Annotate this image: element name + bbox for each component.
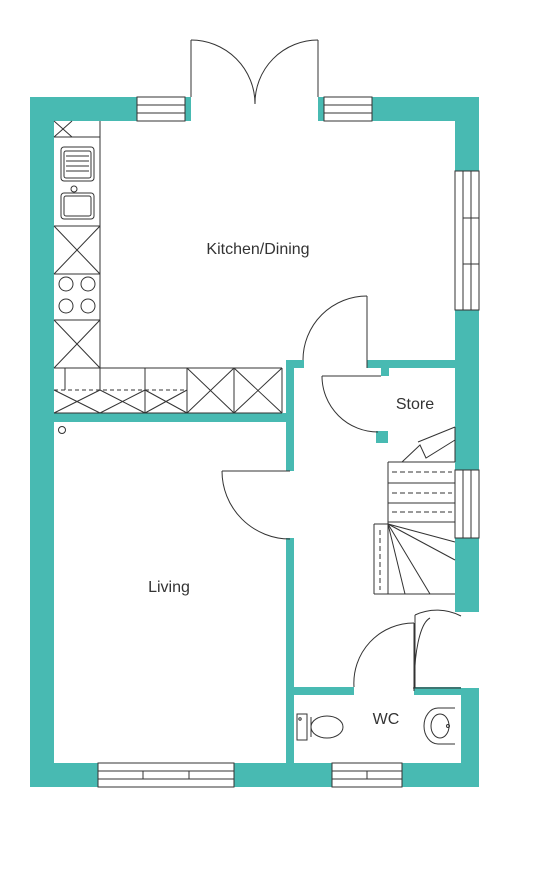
wall-top-pier-left xyxy=(185,97,191,121)
kitchen-units-left xyxy=(53,120,101,369)
wall-wc-left xyxy=(294,687,354,695)
wall-store-corner xyxy=(376,431,388,443)
wall-bottom-left xyxy=(30,763,98,787)
wall-hall-lower xyxy=(286,538,294,786)
wall-store-top xyxy=(367,360,455,368)
label-kitchen-dining: Kitchen/Dining xyxy=(206,241,309,258)
wall-left xyxy=(30,97,54,787)
basin-icon xyxy=(423,707,455,745)
wall-hall-upper xyxy=(286,360,294,471)
label-wc: WC xyxy=(373,711,400,728)
door-wc xyxy=(353,622,415,691)
linework xyxy=(53,39,480,788)
wall-store-nib xyxy=(381,368,389,376)
wall-hall-stub xyxy=(294,360,304,368)
door-kitchen xyxy=(302,295,368,368)
walls xyxy=(30,97,479,787)
window-living xyxy=(97,762,235,788)
wall-top-pier-right xyxy=(318,97,324,121)
window-right-kitchen xyxy=(454,170,480,311)
wall-bottom-right xyxy=(402,763,479,787)
window-top-right xyxy=(323,96,373,122)
french-doors xyxy=(190,39,319,105)
window-wc xyxy=(331,762,403,788)
door-living xyxy=(221,470,291,540)
staircase xyxy=(373,426,456,595)
wall-right-middle xyxy=(455,310,479,470)
wall-right-lower xyxy=(455,538,479,612)
wall-wc-right xyxy=(414,687,461,695)
hob-icon xyxy=(58,276,96,314)
toilet-icon xyxy=(296,713,344,741)
label-store: Store xyxy=(396,396,434,413)
room-labels: Kitchen/Dining Store Living WC xyxy=(148,241,434,728)
kitchen-units-bottom xyxy=(53,367,283,414)
door-store xyxy=(321,375,381,433)
sink-icon xyxy=(60,146,95,220)
wall-bottom-middle xyxy=(234,763,332,787)
boiler-icon xyxy=(58,426,66,434)
label-living: Living xyxy=(148,579,190,596)
window-right-stairs xyxy=(454,469,480,539)
wall-right-bottom xyxy=(461,688,479,787)
wall-right-upper xyxy=(455,97,479,171)
front-door xyxy=(413,609,462,689)
window-top-left xyxy=(136,96,186,122)
wall-kitchen-living xyxy=(54,413,294,422)
